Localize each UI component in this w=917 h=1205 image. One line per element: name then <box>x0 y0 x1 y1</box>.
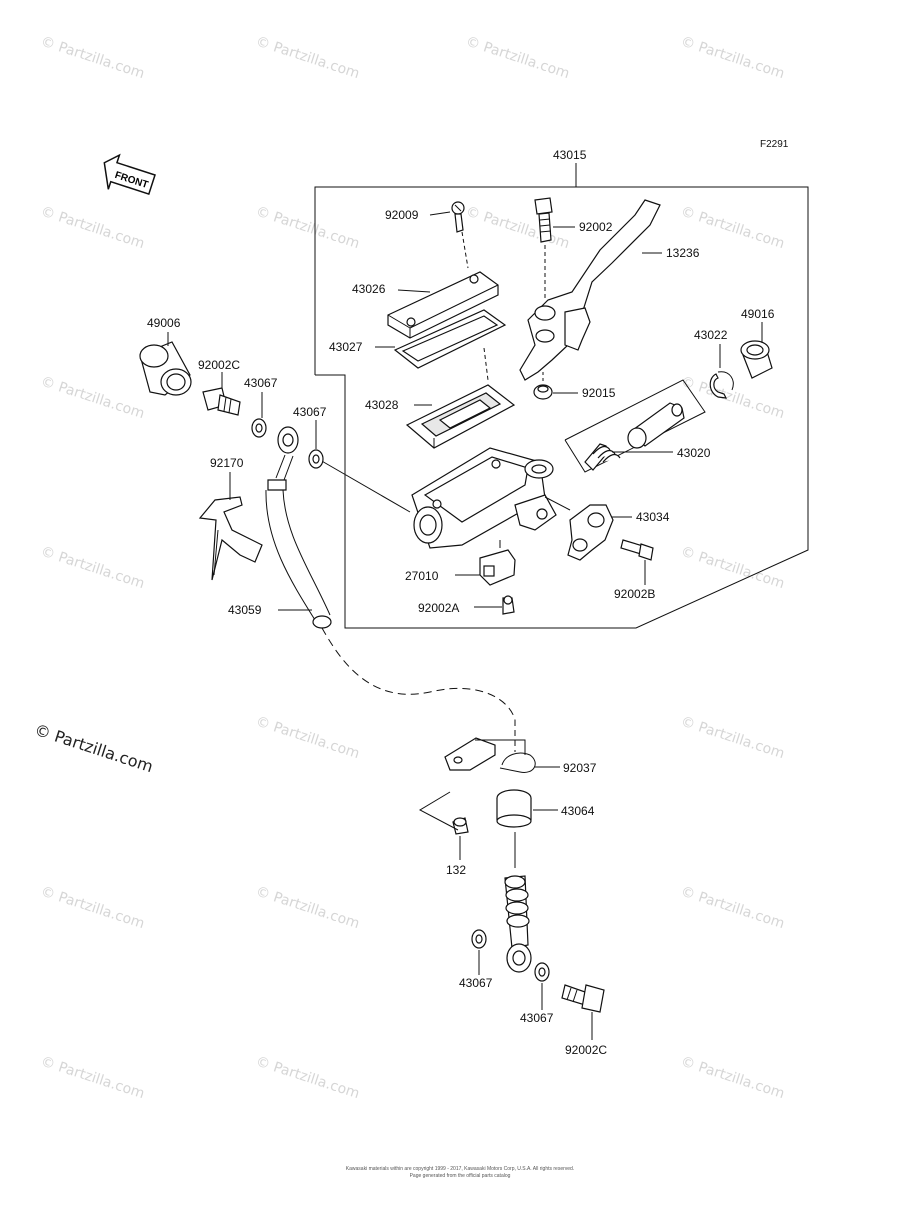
part-label: 43067 <box>459 976 493 990</box>
part-label: 92170 <box>210 456 244 470</box>
leader-line <box>544 496 571 511</box>
clamp-92170[interactable] <box>198 496 263 581</box>
watermark: © Partzilla.com <box>254 1054 362 1103</box>
copyright-line: Kawasaki materials within are copyright … <box>345 1166 575 1172</box>
part-label: 43067 <box>293 405 327 419</box>
watermark: © Partzilla.com <box>679 544 787 593</box>
watermark: © Partzilla.com <box>39 884 147 933</box>
washer-43067-b[interactable] <box>308 449 324 469</box>
watermark-layer: © Partzilla.com © Partzilla.com © Partzi… <box>39 34 787 1103</box>
reservoir-cap-43026[interactable] <box>387 271 499 339</box>
watermark: © Partzilla.com <box>39 544 147 593</box>
leader-line <box>429 211 451 216</box>
pivot-bolt-92002[interactable] <box>534 197 553 243</box>
part-label: 43015 <box>553 148 587 162</box>
watermark: © Partzilla.com <box>679 204 787 253</box>
dashed-guide <box>483 347 489 381</box>
banjo-bolt-92002C-top[interactable] <box>202 387 241 416</box>
boot-49016[interactable] <box>740 340 773 379</box>
dashed-guide <box>461 231 469 269</box>
diagram-code: F2291 <box>760 139 789 150</box>
screw-92009[interactable] <box>451 201 465 233</box>
watermark: © Partzilla.com <box>464 204 572 253</box>
grommet-43064[interactable] <box>496 789 532 828</box>
part-label: 92002B <box>614 587 655 601</box>
part-label: 92002C <box>198 358 240 372</box>
part-label: 92015 <box>582 386 616 400</box>
master-cylinder-body[interactable] <box>411 447 557 549</box>
part-label: 49016 <box>741 307 775 321</box>
screw-132[interactable] <box>452 817 469 835</box>
screw-92002A[interactable] <box>502 595 515 615</box>
part-label: 43026 <box>352 282 386 296</box>
plate-43027[interactable] <box>393 309 507 369</box>
part-label: 92009 <box>385 208 419 222</box>
bolt-92002B[interactable] <box>620 539 654 561</box>
nut-92015[interactable] <box>533 384 553 400</box>
hose-fitting-lower[interactable] <box>504 875 532 973</box>
part-label: 43022 <box>694 328 728 342</box>
part-label: 43064 <box>561 804 595 818</box>
part-label: 43020 <box>677 446 711 460</box>
part-label: 43067 <box>520 1011 554 1025</box>
watermark: © Partzilla.com <box>254 714 362 763</box>
watermark: © Partzilla.com <box>39 374 147 423</box>
leader-line <box>397 289 431 293</box>
part-label: 43027 <box>329 340 363 354</box>
watermark: © Partzilla.com <box>679 884 787 933</box>
part-labels: 43015 92009 92002 13236 43026 49006 4302… <box>147 148 775 1057</box>
assembly-outline <box>314 186 809 629</box>
piston-kit-outline <box>564 379 706 473</box>
part-label: 43067 <box>244 376 278 390</box>
brake-lever-13236[interactable] <box>519 199 661 381</box>
watermark: © Partzilla.com <box>39 34 147 83</box>
part-label: 92002 <box>579 220 613 234</box>
part-label: 43028 <box>365 398 399 412</box>
circlip-43022[interactable] <box>709 371 734 399</box>
part-label: 43034 <box>636 510 670 524</box>
diaphragm-43028[interactable] <box>405 384 516 449</box>
watermark: © Partzilla.com <box>254 34 362 83</box>
leader-line <box>319 459 411 513</box>
copyright-line: Page generated from the official parts c… <box>409 1173 511 1179</box>
part-label: 13236 <box>666 246 700 260</box>
watermark: © Partzilla.com <box>464 34 572 83</box>
brake-hose-43059[interactable] <box>265 426 332 629</box>
watermark: © Partzilla.com <box>39 1054 147 1103</box>
piston-kit-43020[interactable] <box>584 402 685 471</box>
holder-43034[interactable] <box>567 504 614 561</box>
front-arrow-icon: FRONT <box>103 153 156 195</box>
watermark: © Partzilla.com <box>679 1054 787 1103</box>
watermark: © Partzilla.com <box>39 204 147 253</box>
hose-guide-92037[interactable] <box>444 737 536 773</box>
watermark: © Partzilla.com <box>254 884 362 933</box>
watermark: © Partzilla.com <box>679 34 787 83</box>
part-label: 92002A <box>418 601 459 615</box>
washer-43067-c[interactable] <box>471 929 487 949</box>
washer-43067-a[interactable] <box>251 418 267 438</box>
part-label: 132 <box>446 863 466 877</box>
part-label: 43059 <box>228 603 262 617</box>
watermark: © Partzilla.com <box>679 714 787 763</box>
part-label: 27010 <box>405 569 439 583</box>
part-label: 92037 <box>563 761 597 775</box>
cap-49006[interactable] <box>139 341 192 396</box>
banjo-bolt-92002C-bottom[interactable] <box>561 984 605 1013</box>
watermark: © Partzilla.com <box>254 204 362 253</box>
washer-43067-d[interactable] <box>534 962 550 982</box>
part-label: 49006 <box>147 316 181 330</box>
leader-line <box>418 791 459 831</box>
switch-27010[interactable] <box>479 540 516 586</box>
copyright-notice: Kawasaki materials within are copyright … <box>330 1166 590 1180</box>
part-label: 92002C <box>565 1043 607 1057</box>
dashed-guide <box>321 627 516 721</box>
